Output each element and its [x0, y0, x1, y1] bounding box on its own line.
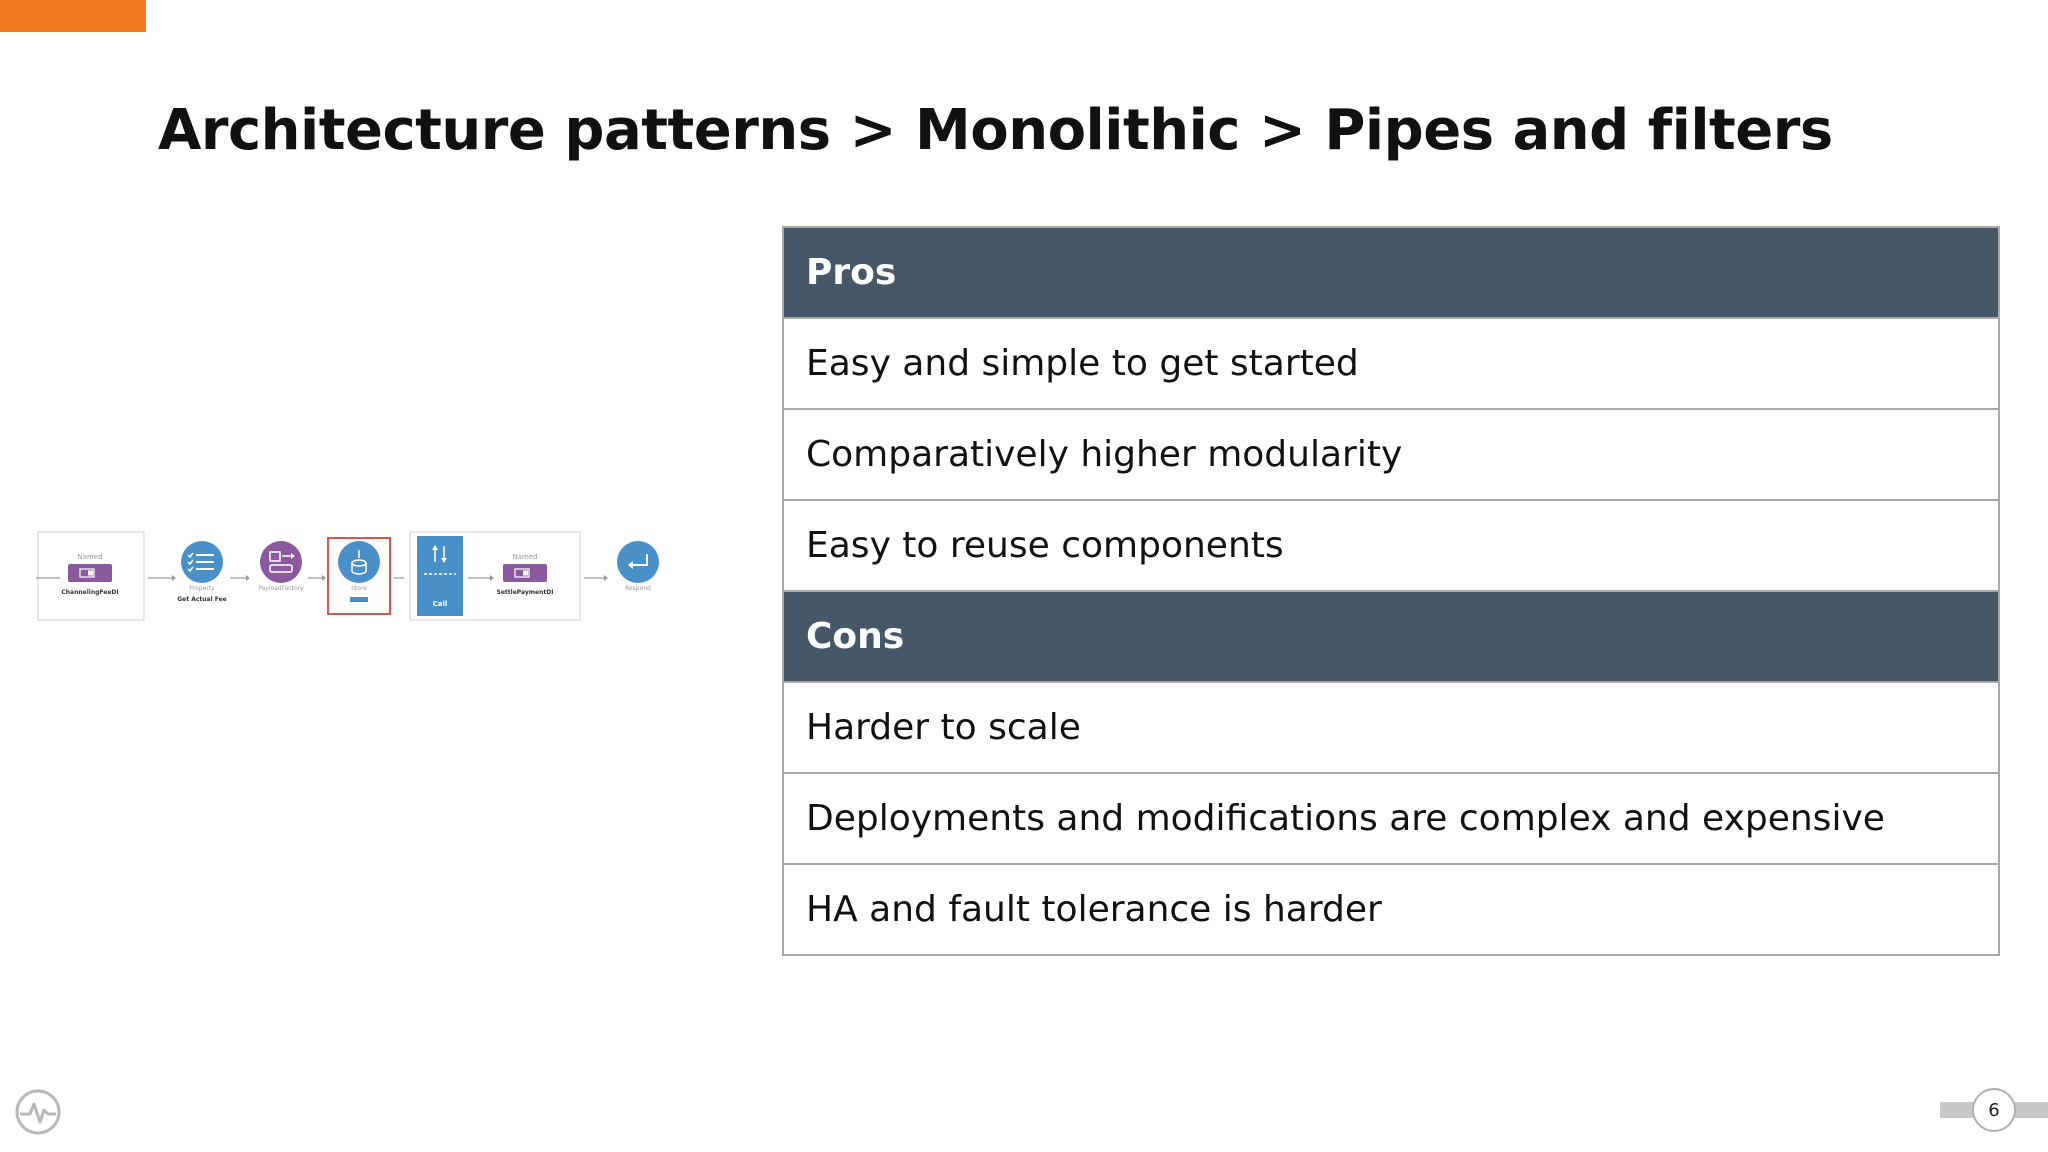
store-node-highlight: [327, 537, 391, 615]
table-row: Comparatively higher modularity: [784, 410, 1998, 501]
pros-cons-table: Pros Easy and simple to get started Comp…: [782, 226, 2000, 956]
pipes-filters-flow-diagram: Named ChannelingFeeDI Property Get Actua…: [36, 531, 659, 621]
pros-item: Easy to reuse components: [806, 525, 1284, 566]
flow-node-name-label: SettlePaymentDI: [497, 589, 554, 596]
cons-item: HA and fault tolerance is harder: [806, 889, 1382, 930]
store-mediator-icon: [338, 541, 380, 583]
page-number-label: 6: [1988, 1099, 2000, 1121]
table-row: Harder to scale: [784, 683, 1998, 774]
flow-node-type-label: Call: [433, 600, 448, 608]
pros-header-row: Pros: [784, 228, 1998, 319]
table-row: Easy to reuse components: [784, 501, 1998, 592]
brand-accent-bar: [0, 0, 146, 32]
page-number: 6: [1972, 1088, 2016, 1132]
payload-factory-icon: [260, 541, 302, 583]
flow-node-type-label: Named: [512, 553, 537, 561]
respond-mediator-icon: [617, 541, 659, 583]
company-logo-icon: [15, 1089, 61, 1135]
flow-node-type-label: Respond: [625, 585, 651, 592]
pros-header-label: Pros: [806, 252, 897, 293]
cons-header-row: Cons: [784, 592, 1998, 683]
slide-title: Architecture patterns > Monolithic > Pip…: [158, 98, 1833, 163]
table-row: Easy and simple to get started: [784, 319, 1998, 410]
table-row: Deployments and modifications are comple…: [784, 774, 1998, 865]
call-mediator-icon: [417, 536, 463, 616]
flow-node-type-label: Named: [77, 553, 102, 561]
cons-item: Deployments and modifications are comple…: [806, 798, 1885, 839]
flow-node-name-label: ChannelingFeeDI: [61, 589, 118, 596]
flow-node-type-label: PayloadFactory: [258, 585, 304, 592]
flow-node-type-label: Property: [189, 585, 215, 592]
flow-node-name-label: Get Actual Fee: [177, 596, 226, 603]
cons-header-label: Cons: [806, 616, 905, 657]
pros-item: Easy and simple to get started: [806, 343, 1359, 384]
table-row: HA and fault tolerance is harder: [784, 865, 1998, 956]
flow-node-type-label: Store: [351, 585, 367, 592]
pros-item: Comparatively higher modularity: [806, 434, 1403, 475]
cons-item: Harder to scale: [806, 707, 1081, 748]
